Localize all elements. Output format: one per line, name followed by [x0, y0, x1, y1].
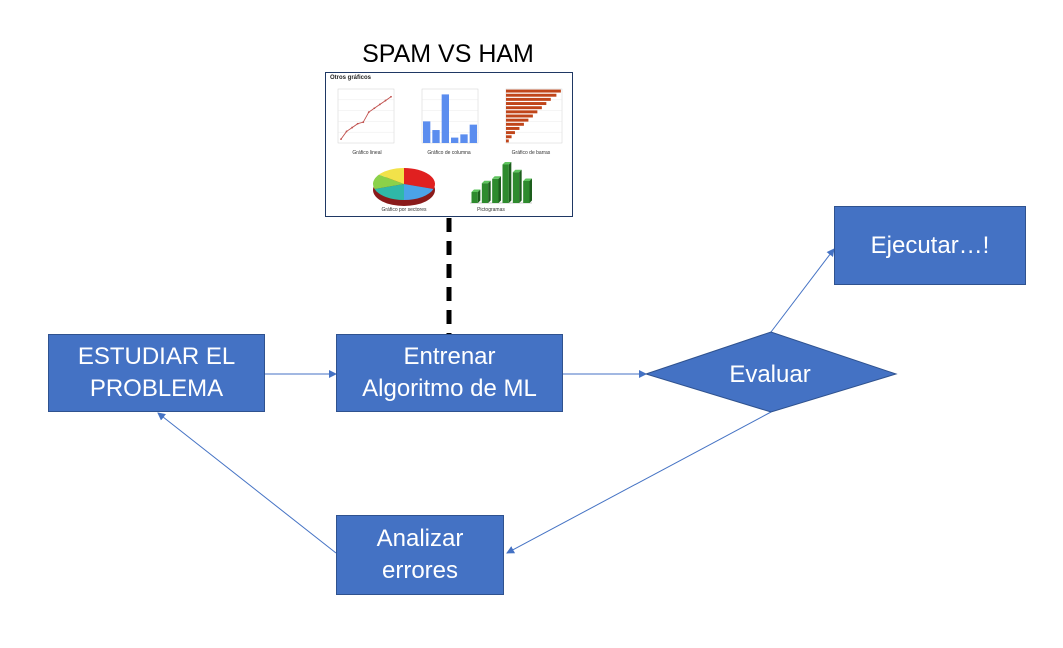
diagram-title: SPAM VS HAM — [362, 40, 534, 68]
picto-bar-top-5 — [512, 169, 522, 173]
picto-bar-side-3 — [498, 176, 501, 203]
pie-slice-5 — [378, 168, 404, 184]
pie-slice-1 — [404, 168, 435, 189]
picto-bar-top-6 — [523, 178, 532, 181]
column-bar-3 — [441, 94, 449, 143]
line-point-8 — [378, 103, 381, 106]
bar-1 — [506, 89, 561, 93]
ejecutar-label: Ejecutar…! — [870, 231, 990, 259]
picto-bar-4 — [502, 164, 509, 203]
bar-7 — [506, 114, 533, 118]
label-pictogram-chart: Pictogramas — [477, 207, 505, 213]
bar-11 — [506, 131, 515, 135]
picto-bar-side-2 — [488, 180, 491, 203]
entrenar-algoritmo-box: Entrenar Algoritmo de ML — [336, 334, 563, 412]
label-column-chart: Gráfico de columna — [427, 150, 471, 156]
picto-bar-side-5 — [519, 169, 522, 203]
line-point-3 — [351, 126, 354, 129]
picto-bar-top-1 — [471, 189, 481, 192]
estudiar-el-problema-box: ESTUDIAR EL PROBLEMA — [48, 334, 265, 412]
picto-bar-side-4 — [508, 162, 512, 203]
line-series — [340, 96, 392, 140]
pie-slice-4 — [373, 174, 404, 189]
bar-6 — [506, 110, 538, 114]
estudiar-label: ESTUDIAR EL PROBLEMA — [77, 343, 236, 402]
line-chart-frame — [337, 88, 395, 144]
bar-12 — [506, 135, 512, 139]
line-point-10 — [390, 95, 392, 98]
chart-thumbnail-panel: Otros gráficos Gráfico lineal Gráfico de… — [325, 72, 573, 217]
picto-bar-3 — [492, 178, 499, 203]
evaluar-label: Evaluar — [729, 361, 811, 388]
panel-heading: Otros gráficos — [330, 75, 372, 81]
picto-bar-top-4 — [502, 162, 512, 165]
entrenar-label: Entrenar Algoritmo de ML — [362, 343, 537, 402]
picto-bar-side-1 — [477, 189, 481, 203]
bar-10 — [506, 126, 520, 130]
evaluar-diamond — [644, 331, 898, 413]
arrow-evaluar-to-ejecutar — [770, 248, 835, 333]
label-line-chart: Gráfico lineal — [352, 150, 382, 156]
line-point-6 — [367, 111, 370, 114]
picto-bar-top-3 — [492, 176, 501, 179]
line-point-4 — [356, 122, 359, 125]
bar-2 — [506, 93, 557, 97]
line-point-9 — [384, 99, 387, 102]
line-point-1 — [340, 138, 342, 141]
picto-bar-6 — [523, 181, 530, 203]
picto-bar-2 — [481, 183, 489, 203]
pie-slice-3 — [374, 184, 404, 200]
bar-3 — [506, 97, 551, 101]
bar-5 — [506, 106, 542, 110]
line-point-7 — [373, 107, 376, 110]
arrow-analizar-to-estudiar — [157, 412, 337, 554]
picto-bar-top-2 — [481, 180, 491, 184]
bar-9 — [506, 122, 524, 126]
analizar-label: Analizar errores — [376, 525, 464, 584]
line-point-2 — [345, 130, 348, 133]
picto-bar-side-6 — [529, 178, 532, 203]
line-point-5 — [362, 121, 365, 124]
bar-4 — [506, 102, 547, 106]
mini-charts — [337, 88, 563, 206]
arrow-evaluar-to-analizar — [506, 411, 772, 554]
column-bar-2 — [432, 130, 440, 143]
bar-8 — [506, 118, 529, 122]
column-bar-1 — [423, 121, 431, 143]
column-bar-5 — [460, 134, 468, 143]
pie-slice-2 — [404, 184, 434, 200]
column-chart-frame — [421, 88, 479, 144]
picto-bar-5 — [512, 172, 520, 203]
picto-bar-1 — [471, 192, 478, 203]
column-bar-4 — [451, 137, 459, 143]
ejecutar-box: Ejecutar…! — [834, 206, 1026, 285]
label-bar-chart: Gráfico de barras — [511, 150, 551, 156]
label-pie-chart: Gráfico por sectores — [381, 207, 427, 213]
column-bar-6 — [469, 124, 477, 143]
bar-13 — [506, 139, 509, 143]
analizar-errores-box: Analizar errores — [336, 515, 504, 595]
